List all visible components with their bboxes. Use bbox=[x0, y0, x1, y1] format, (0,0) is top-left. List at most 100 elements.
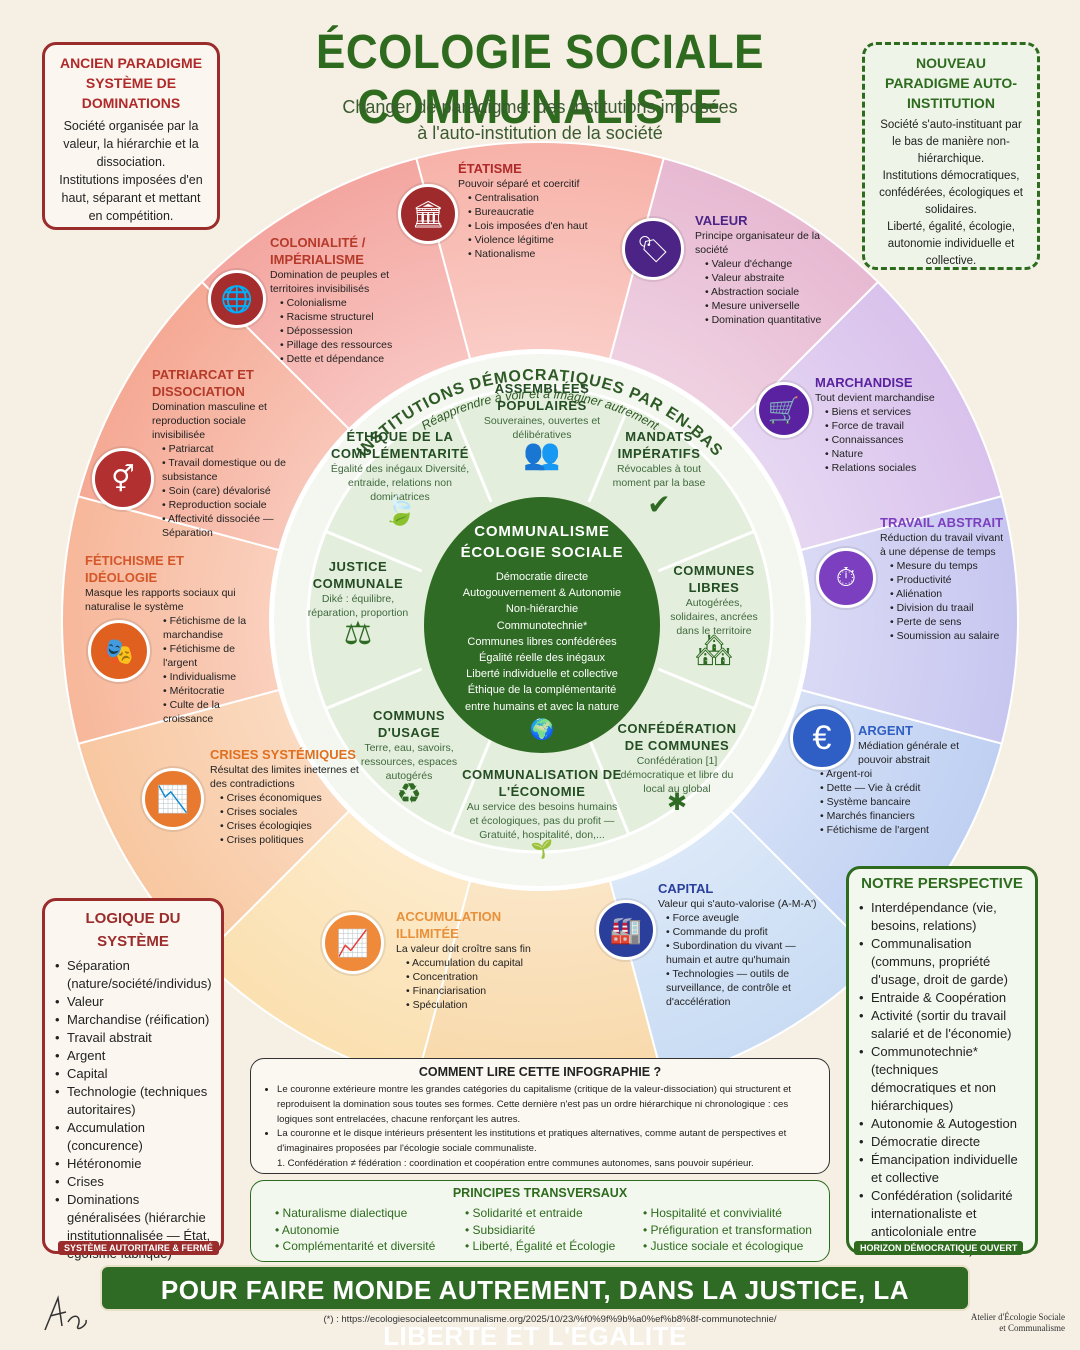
list-item: Démocratie directe bbox=[859, 1133, 1025, 1151]
category-item: Culte de la croissance bbox=[163, 698, 265, 726]
category-title: CAPITAL bbox=[658, 881, 714, 896]
category-desc: Domination masculine et reproduction soc… bbox=[152, 401, 267, 441]
system-tag: SYSTÈME AUTORITAIRE & FERMÉ bbox=[58, 1241, 219, 1255]
category-item: Concentration bbox=[406, 970, 546, 984]
category-item: Force de travail bbox=[825, 419, 955, 433]
list-item: Capital bbox=[55, 1065, 211, 1083]
inner-communs: COMMUNS D'USAGE Terre, eau, savoirs, res… bbox=[348, 707, 470, 808]
old-paradigm-text-1: Société organisée par la valeur, la hiér… bbox=[63, 119, 199, 169]
inner-confederation: CONFÉDÉRATION DE COMMUNES Confédération … bbox=[612, 720, 742, 815]
category-title: ARGENT bbox=[858, 723, 913, 738]
euro-icon: € bbox=[790, 706, 854, 770]
system-logic-heading: LOGIQUE DU SYSTÈME bbox=[85, 910, 181, 950]
list-item: Travail abstrait bbox=[55, 1029, 211, 1047]
category-item: Méritocratie bbox=[163, 684, 265, 698]
gender-symbols-icon: ⚥ bbox=[92, 448, 154, 510]
subtitle-line-2: à l'auto-institution de la société bbox=[417, 123, 663, 143]
category-travail: TRAVAIL ABSTRAIT Réduction du travail vi… bbox=[880, 514, 1010, 643]
core-line: Autogouvernement & Autonomie bbox=[462, 587, 622, 600]
inner-desc: Au service des besoins humains et écolog… bbox=[466, 801, 618, 841]
core-line: entre humains et avec la nature bbox=[464, 700, 620, 713]
category-item: Abstraction sociale bbox=[705, 285, 825, 299]
old-paradigm-heading: ANCIEN PARADIGME SYSTÈME DE DOMINATIONS bbox=[59, 55, 203, 111]
page-title: ÉCOLOGIE SOCIALE COMMUNALISTE bbox=[315, 25, 765, 134]
inner-desc: Souveraines, ouvertes et délibératives bbox=[483, 415, 601, 441]
inner-title: COMMUNALISATION DE L'ÉCONOMIE bbox=[462, 767, 622, 799]
atelier-credit: Atelier d'Écologie Sociale et Communalis… bbox=[905, 1312, 1065, 1334]
category-item: Dette et dépendance bbox=[280, 352, 420, 366]
category-item: Affectivité dissociée — Séparation bbox=[162, 512, 292, 540]
category-item: Accumulation du capital bbox=[406, 956, 546, 970]
category-item: Pillage des ressources bbox=[280, 338, 420, 352]
closing-banner: POUR FAIRE MONDE AUTREMENT, DANS LA JUST… bbox=[100, 1265, 970, 1350]
principle-item: Justice sociale et écologique bbox=[643, 1238, 812, 1255]
hands-globe-icon: 🌍 bbox=[529, 718, 555, 741]
core-title-2: ÉCOLOGIE SOCIALE bbox=[460, 544, 624, 561]
inner-assemblees: ASSEMBLÉES POPULAIRES Souveraines, ouver… bbox=[462, 380, 622, 470]
category-item: Productivité bbox=[890, 573, 1010, 587]
category-title: PATRIARCAT ET DISSOCIATION bbox=[152, 367, 254, 399]
list-item: Accumulation (concurence) bbox=[55, 1119, 211, 1155]
scales-icon: ⚖ bbox=[343, 615, 373, 651]
how-to-read-box: COMMENT LIRE CETTE INFOGRAPHIE ? Le cour… bbox=[250, 1058, 830, 1174]
old-paradigm-text-2: Institutions imposées d'en haut, séparan… bbox=[59, 173, 203, 223]
category-argent: ARGENT Médiation générale et pouvoir abs… bbox=[810, 722, 980, 837]
core-line: Éthique de la complémentarité bbox=[467, 684, 617, 697]
new-paradigm-text-3: Liberté, égalité, écologie, autonomie in… bbox=[887, 221, 1015, 267]
list-item: Séparation (nature/société/individus) bbox=[55, 957, 212, 993]
category-item: Violence légitime bbox=[468, 233, 618, 247]
globe-chains-icon: 🌐 bbox=[208, 270, 266, 328]
category-item: Mesure universelle bbox=[705, 299, 825, 313]
category-desc: Résultat des limites ineternes et des co… bbox=[210, 764, 359, 790]
category-item: Perte de sens bbox=[890, 615, 1010, 629]
inner-communalisation: COMMUNALISATION DE L'ÉCONOMIE Au service… bbox=[462, 766, 622, 858]
new-paradigm-text-1: Société s'auto-instituant par le bas de … bbox=[880, 119, 1022, 165]
category-item: Patriarcat bbox=[162, 442, 292, 456]
list-item: Crises bbox=[55, 1173, 211, 1191]
how-to-read-p2: La couronne et le disque intérieurs prés… bbox=[277, 1127, 815, 1157]
category-item: Centralisation bbox=[468, 191, 618, 205]
new-paradigm-heading: NOUVEAU PARADIGME AUTO-INSTITUTION bbox=[885, 55, 1017, 111]
principles-heading: PRINCIPES TRANSVERSAUX bbox=[452, 1186, 628, 1200]
old-paradigm-box: ANCIEN PARADIGME SYSTÈME DE DOMINATIONS … bbox=[42, 42, 220, 230]
category-title: FÉTICHISME ET IDÉOLOGIE bbox=[85, 553, 184, 585]
category-item: Crises écologiqies bbox=[220, 819, 360, 833]
inner-desc: Terre, eau, savoirs, ressources, espaces… bbox=[360, 742, 458, 782]
category-desc: Valeur qui s'auto-valorise (A-M-A') bbox=[658, 898, 817, 910]
category-item: Nature bbox=[825, 447, 955, 461]
inner-desc: Diké : équilibre, réparation, proportion bbox=[307, 593, 409, 619]
price-tag-icon: 🏷 bbox=[622, 218, 684, 280]
principle-item: Préfiguration et transformation bbox=[643, 1222, 812, 1239]
footnote-link[interactable]: (*) : https://ecologiesocialeetcommunali… bbox=[323, 1314, 777, 1325]
list-item: Activité (sortir du travail salarié et d… bbox=[859, 1007, 1025, 1043]
category-item: Fétichisme de l'argent bbox=[820, 823, 980, 837]
inner-communes: COMMUNES LIBRES Autogérées, solidaires, … bbox=[664, 562, 764, 666]
category-item: Aliénation bbox=[890, 587, 1010, 601]
category-item: Connaissances bbox=[825, 433, 955, 447]
growth-chart-icon: 📈 bbox=[322, 912, 384, 974]
category-item: Crises économiques bbox=[220, 791, 360, 805]
category-item: Système bancaire bbox=[820, 795, 980, 809]
category-title: ACCUMULATION ILLIMITÉE bbox=[396, 909, 502, 941]
inner-ethique: ÉTHIQUE DE LA COMPLÉMENTARITÉ Égalité de… bbox=[330, 428, 470, 525]
category-item: Dette — Vie à crédit bbox=[820, 781, 980, 795]
category-item: Travail domestique ou de subsistance bbox=[162, 456, 292, 484]
inner-desc: Égalité des inégaux Diversité, entraide,… bbox=[330, 463, 470, 503]
inner-title: ÉTHIQUE DE LA COMPLÉMENTARITÉ bbox=[331, 429, 469, 461]
category-item: Nationalisme bbox=[468, 247, 618, 261]
category-item: Argent-roi bbox=[820, 767, 980, 781]
category-item: Valeur abstraite bbox=[705, 271, 825, 285]
category-title: CRISES SYSTÉMIQUES bbox=[210, 747, 356, 762]
list-item: Technologie (techniques autoritaires) bbox=[55, 1083, 211, 1119]
principle-item: Naturalisme dialectique bbox=[275, 1205, 435, 1222]
factory-icon: 🏭 bbox=[596, 900, 656, 960]
list-item: Émancipation individuelle et collective bbox=[859, 1151, 1025, 1187]
inner-desc: Révocables à tout moment par la base bbox=[612, 463, 706, 489]
category-title: COLONIALITÉ / IMPÉRIALISME bbox=[270, 235, 366, 267]
category-patriarcat: PATRIARCAT ET DISSOCIATION Domination ma… bbox=[152, 366, 292, 540]
subtitle-line-1: Changer de paradigme: des institutions i… bbox=[342, 97, 738, 117]
category-item: Crises sociales bbox=[220, 805, 360, 819]
category-item: Relations sociales bbox=[825, 461, 955, 475]
category-desc: Tout devient marchandise bbox=[815, 392, 935, 404]
category-item: Bureaucratie bbox=[468, 205, 618, 219]
